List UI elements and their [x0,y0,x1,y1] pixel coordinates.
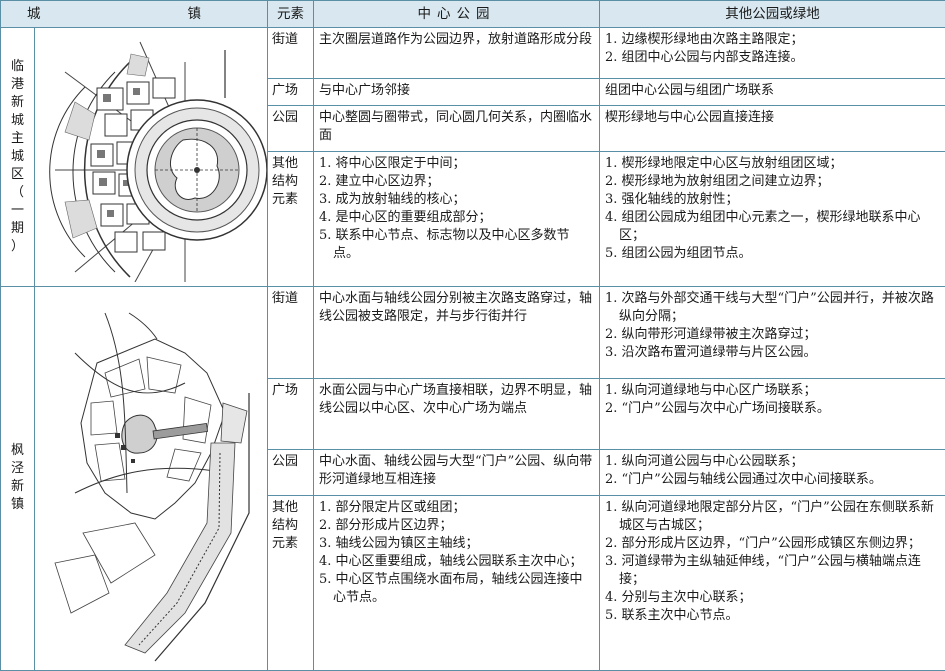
header-row: 城 镇 元素 中心公园 其他公园或绿地 [0,0,945,28]
other-parks-street-2: 1. 次路与外部交通干线与大型“门户”公园并行，并被次路纵向分隔； 2. 纵向带… [599,285,945,380]
table-row: 广场 与中心广场邻接 组团中心公园与组团广场联系 [1,77,945,106]
center-park-street-1: 主次圈层道路作为公园边界，放射道路形成分段 [313,27,600,79]
lingang-plan-illustration [49,41,267,282]
list-item: 1. 纵向河道公园与中心公园联系； [605,454,804,470]
table-row: 其他结构元素 1. 部分限定片区或组团； 2. 部分形成片区边界； 3. 轴线公… [1,494,945,671]
list-item: 1. 纵向河道绿地限定部分片区，“门户”公园在东侧联系新城区与古城区； [605,499,934,533]
header-other-parks: 其他公园或绿地 [599,0,945,28]
header-element: 元素 [267,0,314,28]
town-name-lingang: 临港新城主城区（一期） [0,27,35,287]
table-row: 公园 中心整圆与圈带式，同心圆几何关系，内圈临水面 楔形绿地与中心公园直接连接 [1,104,945,152]
element-plaza-1: 广场 [267,77,314,106]
list-item: 4. 分别与主次中心联系； [605,589,752,605]
element-park-1: 公园 [267,104,314,152]
list-item: 3. 强化轴线的放射性； [605,191,739,207]
lingang-map-image [34,27,268,287]
table-row: 临港新城主城区（一期） [0,27,945,287]
center-park-plaza-1: 与中心广场邻接 [313,77,600,106]
list-item: 1. 将中心区限定于中间； [319,155,466,171]
other-parks-park-1: 楔形绿地与中心公园直接连接 [599,104,945,152]
town-name-fengjing: 枫泾新镇 [0,285,35,671]
list-item: 2. “门户”公园与次中心广场间接联系。 [605,401,830,417]
element-street-2: 街道 [267,285,314,380]
header-town: 城 镇 [0,0,268,28]
list-item: 1. 部分限定片区或组团； [319,499,466,515]
element-plaza-2: 广场 [267,378,314,451]
fengjing-plan-illustration [54,312,250,662]
list-item: 4. 中心区重要组成，轴线公园联系主次中心； [319,553,583,569]
list-item: 3. 轴线公园为镇区主轴线； [319,535,479,551]
table-row: 枫泾新镇 [0,285,945,671]
list-item: 5. 联系中心节点、标志物以及中心区多数节点。 [319,227,570,261]
center-park-park-1: 中心整圆与圈带式，同心圆几何关系，内圈临水面 [313,104,600,152]
element-other-structure-2: 其他结构元素 [267,494,314,671]
list-item: 2. 部分形成片区边界； [319,517,453,533]
center-park-park-2: 中心水面、轴线公园与大型“门户”公园、纵向带形河道绿地互相连接 [313,449,600,496]
header-center-park: 中心公园 [313,0,600,28]
other-parks-street-1: 1. 边缘楔形绿地由次路主路限定； 2. 组团中心公园与内部支路连接。 [599,27,945,79]
center-park-street-2: 中心水面与轴线公园分别被主次路支路穿过，轴线公园被支路限定，并与步行街并行 [313,285,600,380]
list-item: 2. 纵向带形河道绿带被主次路穿过； [605,326,817,342]
list-item: 2. 组团中心公园与内部支路连接。 [605,50,804,65]
center-park-plaza-2: 水面公园与中心广场直接相联，边界不明显，轴线公园以中心区、次中心广场为端点 [313,378,600,451]
list-item: 1. 边缘楔形绿地由次路主路限定； [605,32,804,47]
list-item: 5. 组团公园为组团节点。 [605,245,752,261]
other-parks-plaza-2: 1. 纵向河道绿地与中心区广场联系； 2. “门户”公园与次中心广场间接联系。 [599,378,945,451]
other-parks-park-2: 1. 纵向河道公园与中心公园联系； 2. “门户”公园与轴线公园通过次中心间接联… [599,449,945,496]
fengjing-map-image [34,285,268,671]
element-park-2: 公园 [267,449,314,496]
center-park-other-structure-2: 1. 部分限定片区或组团； 2. 部分形成片区边界； 3. 轴线公园为镇区主轴线… [313,494,600,671]
list-item: 1. 纵向河道绿地与中心区广场联系； [605,383,817,399]
other-parks-plaza-1: 组团中心公园与组团广场联系 [599,77,945,106]
table-row: 公园 中心水面、轴线公园与大型“门户”公园、纵向带形河道绿地互相连接 1. 纵向… [1,449,945,496]
list-item: 1. 楔形绿地限定中心区与放射组团区域； [605,155,843,171]
list-item: 5. 中心区节点围绕水面布局，轴线公园连接中心节点。 [319,571,583,605]
list-item: 3. 成为放射轴线的核心； [319,191,466,207]
element-other-structure-1: 其他结构元素 [267,150,314,287]
list-item: 1. 次路与外部交通干线与大型“门户”公园并行，并被次路纵向分隔； [605,290,934,324]
list-item: 2. “门户”公园与轴线公园通过次中心间接联系。 [605,472,882,488]
list-item: 3. 沿次路布置河道绿带与片区公园。 [605,344,817,360]
other-parks-other-structure-1: 1. 楔形绿地限定中心区与放射组团区域； 2. 楔形绿地为放射组团之间建立边界；… [599,150,945,287]
element-street-1: 街道 [267,27,314,79]
list-item: 5. 联系主次中心节点。 [605,607,739,623]
list-item: 2. 楔形绿地为放射组团之间建立边界； [605,173,830,189]
center-park-other-structure-1: 1. 将中心区限定于中间； 2. 建立中心区边界； 3. 成为放射轴线的核心； … [313,150,600,287]
other-parks-other-structure-2: 1. 纵向河道绿地限定部分片区，“门户”公园在东侧联系新城区与古城区； 2. 部… [599,494,945,671]
list-item: 2. 部分形成片区边界，“门户”公园形成镇区东侧边界； [605,535,921,551]
table-row: 其他结构元素 1. 将中心区限定于中间； 2. 建立中心区边界； 3. 成为放射… [1,150,945,287]
list-item: 4. 是中心区的重要组成部分； [319,209,492,225]
table-row: 广场 水面公园与中心广场直接相联，边界不明显，轴线公园以中心区、次中心广场为端点… [1,378,945,451]
list-item: 2. 建立中心区边界； [319,173,440,189]
list-item: 3. 河道绿带为主纵轴延伸线，“门户”公园与横轴端点连接； [605,553,921,587]
list-item: 4. 组团公园成为组团中心元素之一，楔形绿地联系中心区； [605,209,921,243]
